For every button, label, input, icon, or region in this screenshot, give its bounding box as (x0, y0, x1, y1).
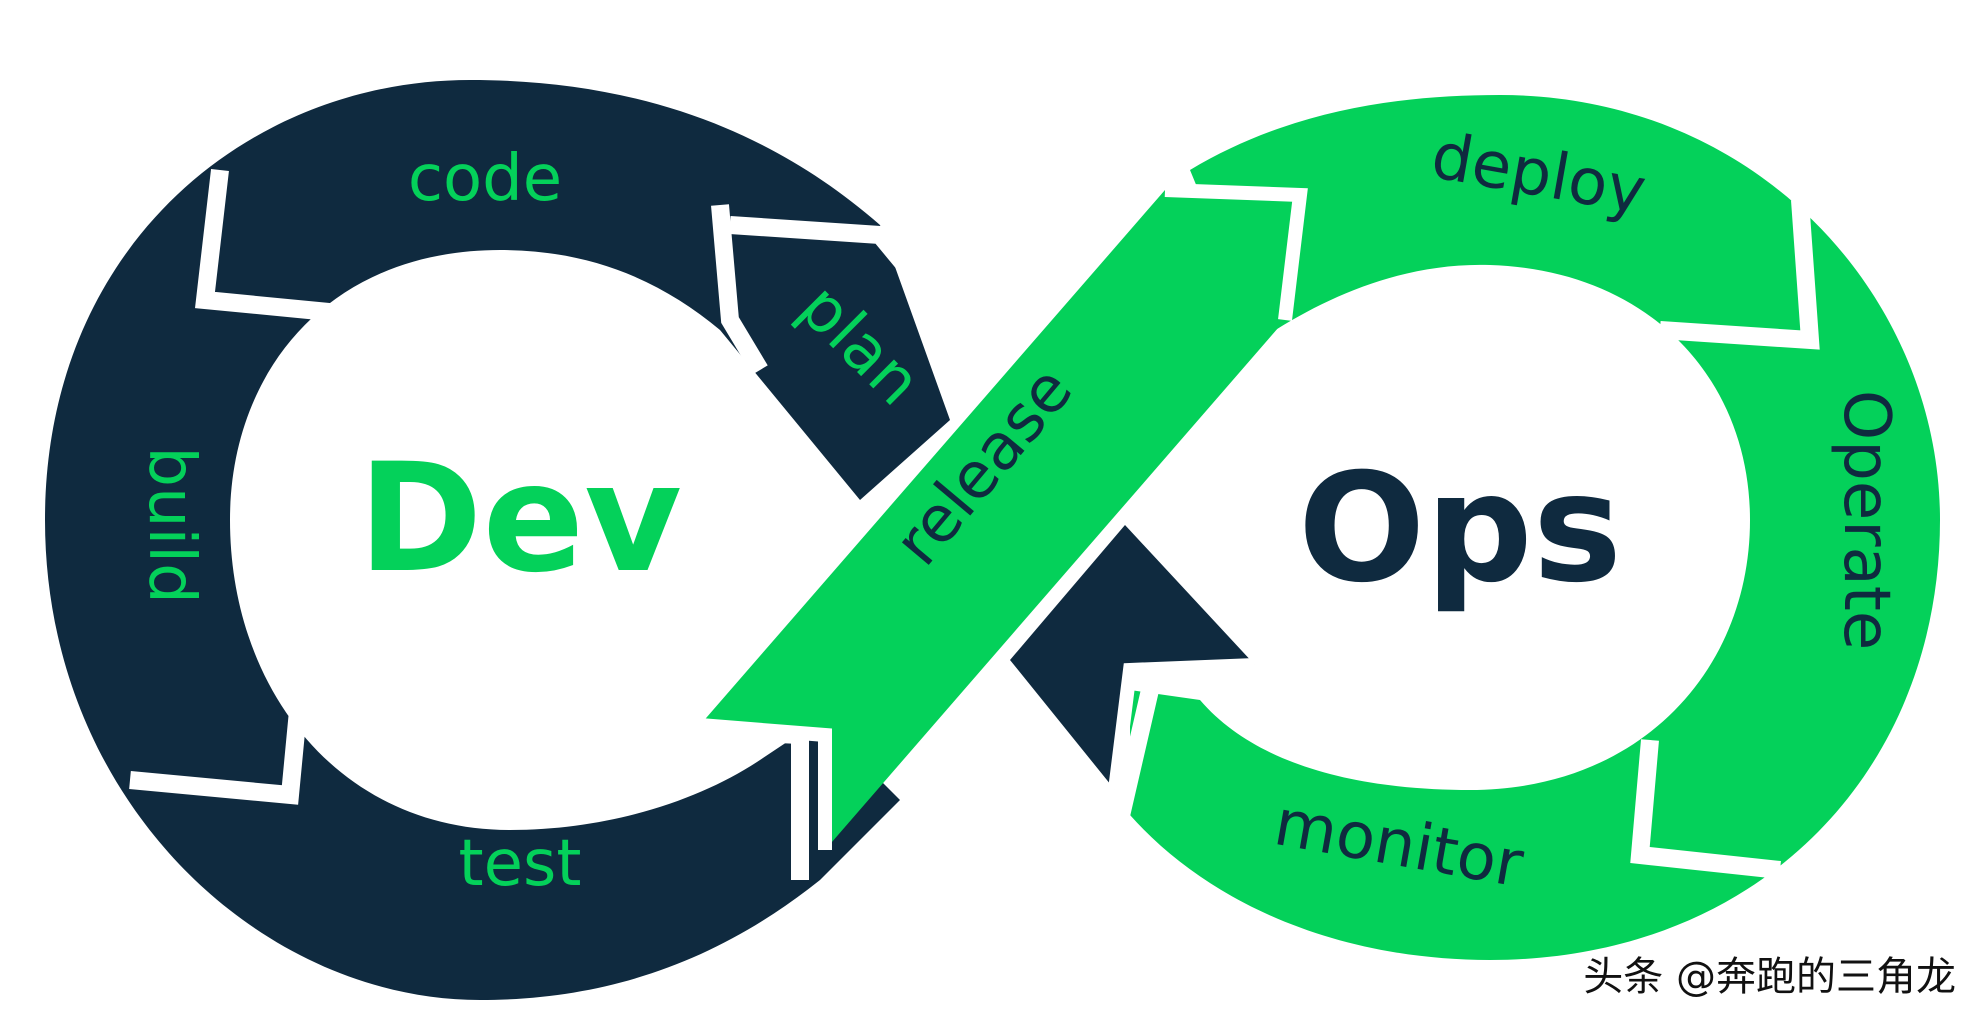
dev-separator-code-build (195, 168, 361, 324)
stage-label-code: code (408, 142, 562, 216)
stage-label-build: build (134, 446, 208, 603)
dev-separator-build-test (129, 689, 309, 805)
release-band-shape (700, 190, 1300, 850)
watermark-text: 头条 @奔跑的三角龙 (1583, 954, 1956, 1000)
ops-separator-monitor-start (1111, 687, 1159, 823)
dev-separator-code-plan (711, 204, 768, 375)
dev-crossing-lower (1010, 525, 1255, 790)
dev-separator-plan-release (729, 216, 1007, 386)
release-band-outline-top (1164, 183, 1308, 321)
ops-ring (1111, 95, 1940, 960)
stage-label-test: test (459, 827, 582, 901)
dev-title: Dev (358, 432, 682, 606)
ops-separator-operate-monitor (1630, 739, 1781, 879)
ops-title: Ops (1298, 442, 1622, 616)
release-band-outline-bottom (699, 718, 832, 850)
stage-label-operate: Operate (1829, 390, 1903, 650)
ops-separator-deploy-operate (1659, 199, 1820, 350)
ops-ring-shape (1130, 95, 1940, 960)
dev-crossing-lower-outline (1108, 658, 1256, 791)
release-band (699, 183, 1308, 850)
